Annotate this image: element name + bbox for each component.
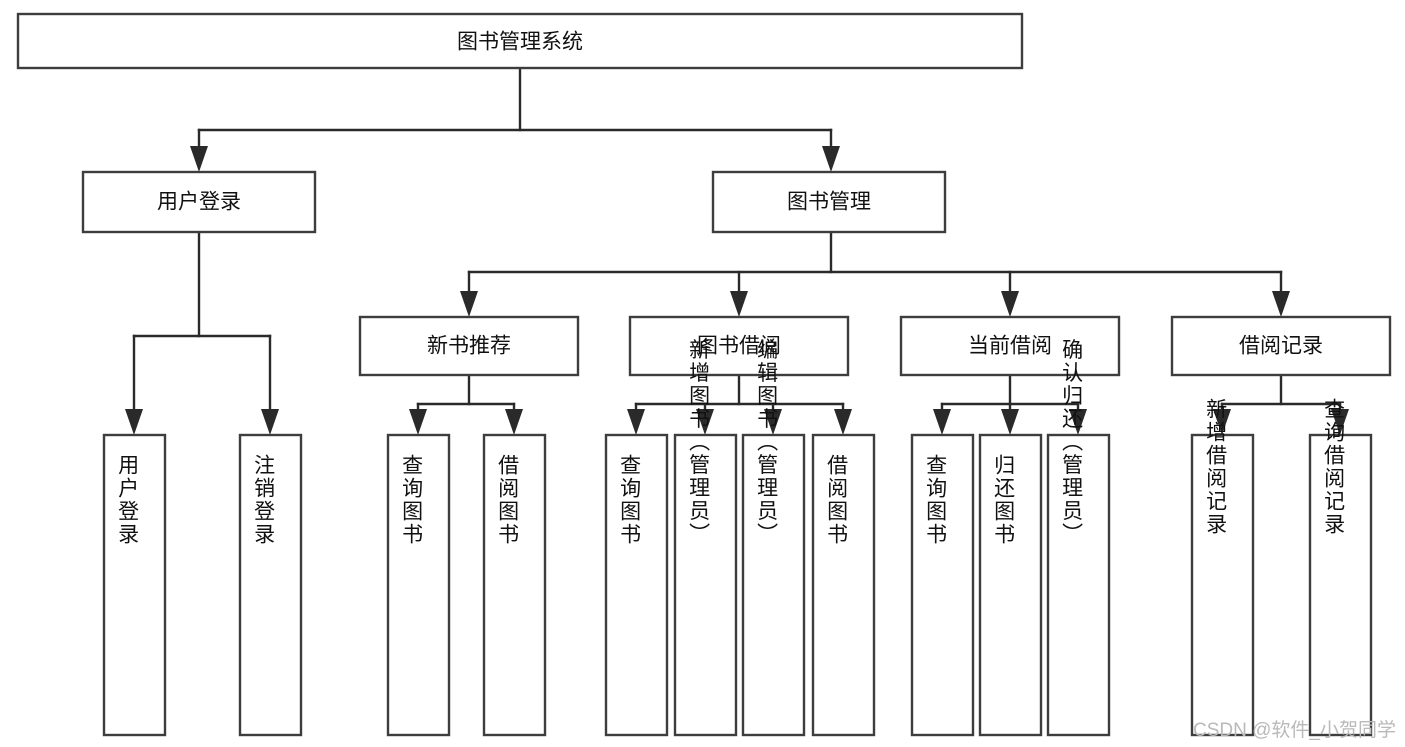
node-book-management-box[interactable]: [711, 170, 947, 234]
node-leaf-borrow-book-1-label: 借阅图书: [496, 454, 520, 546]
node-borrow-record[interactable]: 借阅记录: [1170, 315, 1392, 377]
node-leaf-confirm-return-label: 确认归还（管理员）: [1060, 339, 1084, 546]
arrow-head-leaf-add-book: [696, 409, 714, 435]
node-borrow-record-label: 借阅记录: [1239, 335, 1323, 358]
node-root[interactable]: 图书管理系统: [16, 12, 1024, 70]
node-leaf-add-record-box[interactable]: [1190, 433, 1255, 737]
arrow-head-user-login: [190, 146, 208, 172]
connector-layer: [125, 66, 1349, 435]
node-leaf-query-book-2[interactable]: 查询图书: [604, 433, 669, 737]
arrow-head-leaf-confirm-return: [1069, 409, 1087, 435]
node-new-book-recommend-label: 新书推荐: [427, 335, 511, 358]
node-leaf-add-record-label: 新增借阅记录: [1204, 398, 1228, 536]
node-leaf-logout-box[interactable]: [238, 433, 303, 737]
watermark-label: CSDN @软件_小贺同学: [1193, 719, 1396, 741]
node-leaf-return-book-label: 归还图书: [992, 454, 1016, 546]
node-current-borrow-label: 当前借阅: [968, 335, 1052, 358]
node-book-borrow[interactable]: 图书借阅: [628, 315, 850, 377]
arrow-head-borrow-record: [1272, 291, 1290, 317]
node-leaf-logout[interactable]: 注销登录: [238, 433, 303, 737]
node-leaf-borrow-book-2-label: 借阅图书: [825, 454, 849, 546]
node-leaf-user-login-label: 用户登录: [116, 454, 140, 546]
node-leaf-borrow-book-2-box[interactable]: [811, 433, 876, 737]
node-leaf-user-login[interactable]: 用户登录: [102, 433, 167, 737]
arrow-head-leaf-add-record: [1213, 409, 1231, 435]
arrow-head-leaf-query-book-2: [627, 409, 645, 435]
node-leaf-query-record-box[interactable]: [1308, 433, 1373, 737]
node-user-login-label: 用户登录: [157, 191, 241, 214]
node-leaf-query-record[interactable]: 查询借阅记录: [1308, 398, 1373, 737]
node-current-borrow[interactable]: 当前借阅: [899, 315, 1121, 377]
node-leaf-return-book[interactable]: 归还图书: [978, 433, 1043, 737]
arrow-head-leaf-borrow-book-1: [505, 409, 523, 435]
node-leaf-edit-book-label: 编辑图书（管理员）: [755, 339, 779, 546]
node-book-management-label: 图书管理: [787, 191, 871, 214]
node-book-management[interactable]: 图书管理: [711, 170, 947, 234]
node-leaf-query-record-label: 查询借阅记录: [1322, 398, 1346, 536]
node-leaf-borrow-book-2[interactable]: 借阅图书: [811, 433, 876, 737]
node-leaf-query-book-3-box[interactable]: [910, 433, 975, 737]
node-leaf-add-book[interactable]: 新增图书（管理员）: [673, 339, 738, 737]
arrow-head-leaf-query-book-3: [933, 409, 951, 435]
node-book-borrow-label: 图书借阅: [697, 335, 781, 358]
node-leaf-edit-book[interactable]: 编辑图书（管理员）: [741, 339, 806, 737]
arrow-head-current-borrow: [1001, 291, 1019, 317]
node-current-borrow-box[interactable]: [899, 315, 1121, 377]
node-leaf-query-book-1[interactable]: 查询图书: [386, 433, 451, 737]
arrow-head-leaf-query-book-1: [409, 409, 427, 435]
node-book-borrow-box[interactable]: [628, 315, 850, 377]
arrow-head-leaf-query-record: [1331, 409, 1349, 435]
arrow-head-leaf-logout: [261, 409, 279, 435]
arrow-head-leaf-return-book: [1001, 409, 1019, 435]
node-root-box[interactable]: [16, 12, 1024, 70]
node-leaf-add-record[interactable]: 新增借阅记录: [1190, 398, 1255, 737]
node-new-book-recommend-box[interactable]: [358, 315, 580, 377]
node-leaf-confirm-return[interactable]: 确认归还（管理员）: [1046, 339, 1111, 737]
node-leaf-query-book-2-label: 查询图书: [618, 454, 642, 546]
node-user-login-box[interactable]: [81, 170, 317, 234]
node-root-label: 图书管理系统: [457, 31, 583, 54]
node-borrow-record-box[interactable]: [1170, 315, 1392, 377]
node-leaf-return-book-box[interactable]: [978, 433, 1043, 737]
arrow-head-leaf-borrow-book-2: [834, 409, 852, 435]
node-leaf-confirm-return-box[interactable]: [1046, 433, 1111, 737]
node-leaf-add-book-label: 新增图书（管理员）: [687, 339, 711, 546]
node-leaf-logout-label: 注销登录: [252, 454, 276, 546]
node-new-book-recommend[interactable]: 新书推荐: [358, 315, 580, 377]
node-leaf-edit-book-box[interactable]: [741, 433, 806, 737]
arrow-head-leaf-edit-book: [764, 409, 782, 435]
arrow-head-book-borrow: [730, 291, 748, 317]
node-leaf-query-book-3-label: 查询图书: [924, 454, 948, 546]
node-leaf-query-book-3[interactable]: 查询图书: [910, 433, 975, 737]
node-leaf-query-book-1-box[interactable]: [386, 433, 451, 737]
arrow-head-new-book-recommend: [460, 291, 478, 317]
node-leaf-user-login-box[interactable]: [102, 433, 167, 737]
arrow-head-book-management: [822, 146, 840, 172]
node-leaf-borrow-book-1-box[interactable]: [482, 433, 547, 737]
arrow-head-leaf-user-login: [125, 409, 143, 435]
node-user-login[interactable]: 用户登录: [81, 170, 317, 234]
node-leaf-query-book-1-label: 查询图书: [400, 454, 424, 546]
node-leaf-add-book-box[interactable]: [673, 433, 738, 737]
node-leaf-query-book-2-box[interactable]: [604, 433, 669, 737]
node-leaf-borrow-book-1[interactable]: 借阅图书: [482, 433, 547, 737]
